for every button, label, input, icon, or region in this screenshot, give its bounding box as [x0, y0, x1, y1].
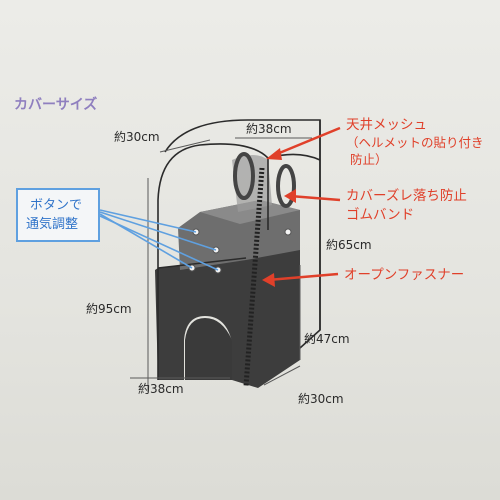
callout-zipper: オープンファスナー: [344, 267, 465, 283]
callout-arrows: [262, 126, 341, 287]
dim-bottom-width: 約38cm: [138, 382, 184, 396]
zipper[interactable]: [243, 167, 265, 387]
seat-handle-loop-2: [276, 164, 296, 208]
vent-pointer-lines: [99, 209, 219, 271]
dim-total-height: 約95cm: [86, 302, 132, 316]
seat-block: [178, 200, 300, 270]
cover-lower-body: [155, 268, 232, 380]
callout-roof-mesh-title: 天井メッシュ: [346, 117, 427, 133]
seat-top: [200, 200, 300, 224]
vent-button-label-box: ボタンで 通気調整: [16, 188, 100, 242]
callout-rubber-band-title: カバーズレ落ち防止: [346, 188, 467, 204]
vent-button-label-line1: ボタンで: [30, 198, 83, 213]
diagram-title: カバーサイズ: [14, 97, 98, 113]
vent-button[interactable]: [284, 228, 292, 236]
callout-roof-mesh-note-end: 防止）: [350, 152, 388, 167]
dimension-lines: [130, 137, 312, 392]
callout-roof-mesh-note: （ヘルメットの貼り付き: [346, 135, 484, 150]
dim-lower-height: 約47cm: [304, 332, 350, 346]
cover-lower-body-main: [158, 248, 300, 388]
cover-back-outline: [164, 119, 321, 349]
seat-handle-loop: [233, 152, 255, 200]
dim-upper-height: 約65cm: [326, 238, 372, 252]
vent-button-label-line2: 通気調整: [26, 217, 79, 232]
dim-top-width: 約38cm: [246, 122, 292, 136]
dim-top-left-depth: 約30cm: [114, 130, 160, 144]
callout-rubber-band-sub: ゴムバンド: [346, 207, 415, 223]
dim-bottom-depth: 約30cm: [298, 392, 344, 406]
